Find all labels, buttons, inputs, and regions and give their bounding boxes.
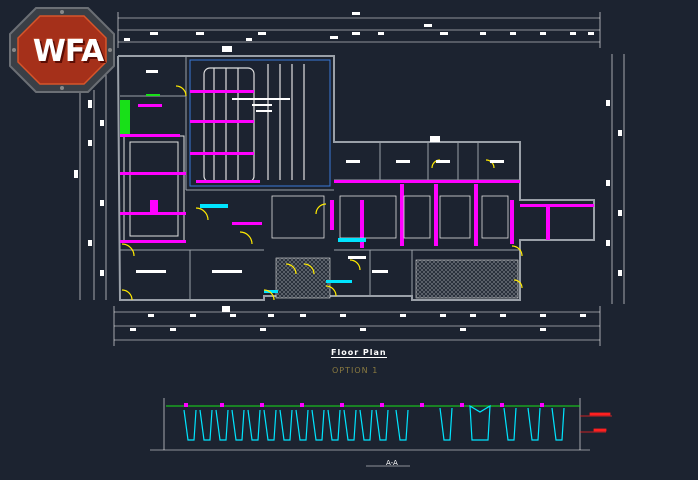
bottom-dimension-lines (113, 306, 601, 346)
bottom-dimension-marks (130, 314, 586, 331)
wfa-logo: WFA (6, 4, 118, 96)
top-dimension-lines (117, 12, 601, 48)
floor-plan-title: Floor Plan (331, 348, 387, 358)
option-label: OPTION 1 (332, 366, 379, 375)
building-walls (117, 55, 595, 301)
room-label-blocks (136, 46, 504, 312)
left-wing-corridor (123, 135, 185, 243)
top-dimension-marks (124, 12, 594, 41)
section-baseline (150, 398, 590, 467)
plan-cyan-fixtures (200, 204, 366, 293)
left-dimension-marks (74, 100, 104, 276)
logo-text: WFA (32, 34, 104, 69)
right-dimension-marks (606, 100, 622, 276)
left-wing-green (120, 94, 160, 134)
hall-text-block (232, 98, 290, 112)
section-fixtures (183, 404, 565, 441)
section-red-annotations (580, 412, 612, 433)
section-label: A-A (386, 459, 398, 467)
section-magenta-marks (184, 403, 544, 407)
right-dimension-lines (611, 54, 625, 304)
right-rooms-stalls (271, 195, 509, 239)
toilet-hatched-areas (275, 257, 519, 299)
left-dimension-lines (79, 60, 107, 300)
left-wing-magenta (120, 104, 186, 243)
door-swings (121, 85, 523, 301)
logo-octagon-icon (9, 7, 115, 93)
hall-magenta-bars (190, 90, 260, 183)
right-rooms-magenta (232, 180, 594, 248)
